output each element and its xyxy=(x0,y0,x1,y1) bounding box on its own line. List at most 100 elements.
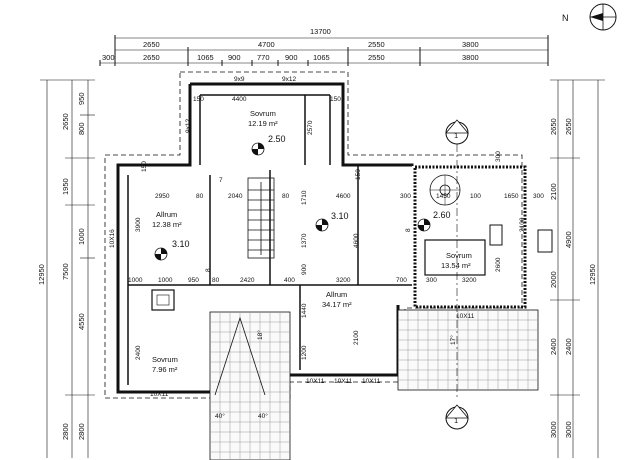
dim-vert-13: 150 xyxy=(355,169,362,180)
entrance-grid xyxy=(209,311,291,460)
dim-right-outer: 12950 xyxy=(588,264,597,285)
window-3: 10X11 xyxy=(334,378,353,385)
dim-vert-6: 4600 xyxy=(353,233,360,248)
dim-left-inner-1: 950 xyxy=(77,92,86,105)
dim-vert-3: 1710 xyxy=(301,190,308,205)
dim-right-inner-4: 2400 xyxy=(549,338,558,355)
room-3-name: Allrum xyxy=(326,290,347,299)
dim-overall-width: 13700 xyxy=(310,27,331,36)
dim-window-9x9: 9x9 xyxy=(234,76,245,83)
dim-vert-9: 2100 xyxy=(353,330,360,345)
level-1: 2.50 xyxy=(268,134,286,144)
dim-band2-2: 1000 xyxy=(158,277,173,284)
dim-band2-7: 3200 xyxy=(336,277,351,284)
dim-left-inner-5: 2800 xyxy=(77,423,86,440)
level-2: 3.10 xyxy=(172,239,190,249)
dim-band2-5: 2420 xyxy=(240,277,255,284)
level-markers xyxy=(154,142,431,261)
window-4: 10X11 xyxy=(362,378,381,385)
dim-band-2: 80 xyxy=(196,193,204,200)
dim-row2-9: 3800 xyxy=(462,53,479,62)
dim-left-mid-2: 1950 xyxy=(61,178,70,195)
dim-band-3: 2040 xyxy=(228,193,243,200)
angle-3: 40° xyxy=(215,412,225,420)
section-marker-bottom-label: 1 xyxy=(454,416,458,425)
entrance-roof xyxy=(214,316,266,396)
dim-window-9x12-a: 9x12 xyxy=(282,76,296,83)
dim-window-9x12-b: 9x12 xyxy=(185,119,192,133)
north-arrow: N xyxy=(562,3,617,31)
room-5-name: Sovrum xyxy=(152,355,178,364)
dim-right-mid-1: 2650 xyxy=(564,118,573,135)
north-label: N xyxy=(562,13,569,23)
misc-2: 8 xyxy=(205,268,212,272)
dim-top-room-width: 4400 xyxy=(232,96,247,103)
misc-3: 8 xyxy=(405,228,412,232)
dim-left-outer: 12950 xyxy=(37,264,46,285)
dim-left-inner-4: 4550 xyxy=(77,313,86,330)
angle-1: 18° xyxy=(256,330,264,340)
dim-row1-1: 2650 xyxy=(143,40,160,49)
chimney xyxy=(151,289,175,311)
angle-4: 40° xyxy=(258,412,268,420)
dim-vert-12: 2600 xyxy=(495,257,502,272)
dim-row1-2: 4700 xyxy=(258,40,275,49)
window-2: 10X11 xyxy=(306,378,325,385)
level-3: 3.10 xyxy=(331,211,349,221)
dim-top-room-height: 2570 xyxy=(307,120,314,135)
dim-row2-4: 900 xyxy=(228,53,241,62)
dim-row2-5: 770 xyxy=(257,53,270,62)
dim-vert-4: 1370 xyxy=(301,233,308,248)
bathroom-block xyxy=(413,165,553,309)
dim-band2-6: 400 xyxy=(284,277,295,284)
room-3-area: 34.17 m² xyxy=(322,300,352,309)
dim-band2-10: 3200 xyxy=(462,277,477,284)
dim-right-inner-1: 2650 xyxy=(549,118,558,135)
dim-row1-3: 2550 xyxy=(368,40,385,49)
dim-vert-7: 1440 xyxy=(301,303,308,318)
dim-vert-14: 2100 xyxy=(519,217,526,232)
misc-1: 7 xyxy=(219,177,223,184)
top-dimensions xyxy=(99,35,549,66)
section-marker-top-label: 1 xyxy=(454,131,458,140)
dim-top-room-left: 150 xyxy=(193,96,204,103)
dim-left-mid-1: 2650 xyxy=(61,113,70,130)
dim-row2-6: 900 xyxy=(285,53,298,62)
dim-band-4: 80 xyxy=(282,193,290,200)
room-2-name: Allrum xyxy=(156,210,177,219)
dim-band2-8: 700 xyxy=(396,277,407,284)
dim-right-mid-2: 4900 xyxy=(564,231,573,248)
room-1-name: Sovrum xyxy=(250,109,276,118)
dim-band-1: 2950 xyxy=(155,193,170,200)
level-4: 2.60 xyxy=(433,210,451,220)
section-marker-top: 1 xyxy=(445,119,469,145)
window-5: 10X11 xyxy=(456,313,475,320)
dim-band-6: 300 xyxy=(400,193,411,200)
room-4-name: Sovrum xyxy=(446,251,472,260)
dim-row2-1: 300 xyxy=(102,53,115,62)
dim-band2-3: 950 xyxy=(188,277,199,284)
dim-vert-8: 1200 xyxy=(301,345,308,360)
dim-left-mid-3: 7500 xyxy=(61,263,70,280)
dim-top-room-right: 150 xyxy=(330,96,341,103)
dim-right-inner-2: 2100 xyxy=(549,183,558,200)
dim-vert-11: 300 xyxy=(495,151,502,162)
dim-left-mid-4: 2800 xyxy=(61,423,70,440)
room-5-area: 7.96 m² xyxy=(152,365,178,374)
dim-left-inner-3: 1000 xyxy=(77,228,86,245)
dim-band-5: 4600 xyxy=(336,193,351,200)
section-marker-bottom: 1 xyxy=(445,404,469,430)
dim-right-mid-4: 3000 xyxy=(564,421,573,438)
angle-2: 17° xyxy=(449,335,457,345)
dim-vert-10: 2400 xyxy=(135,345,142,360)
room-1-area: 12.19 m² xyxy=(248,119,278,128)
window-6: 10X16 xyxy=(109,229,116,248)
dim-row2-3: 1065 xyxy=(197,53,214,62)
dim-band-7: 1450 xyxy=(436,193,451,200)
dim-band2-4: 80 xyxy=(212,277,220,284)
staircase xyxy=(247,177,275,259)
dim-row2-7: 1065 xyxy=(313,53,330,62)
right-dimensions xyxy=(550,79,605,458)
left-dimensions xyxy=(40,79,95,458)
dim-band-8: 100 xyxy=(470,193,481,200)
